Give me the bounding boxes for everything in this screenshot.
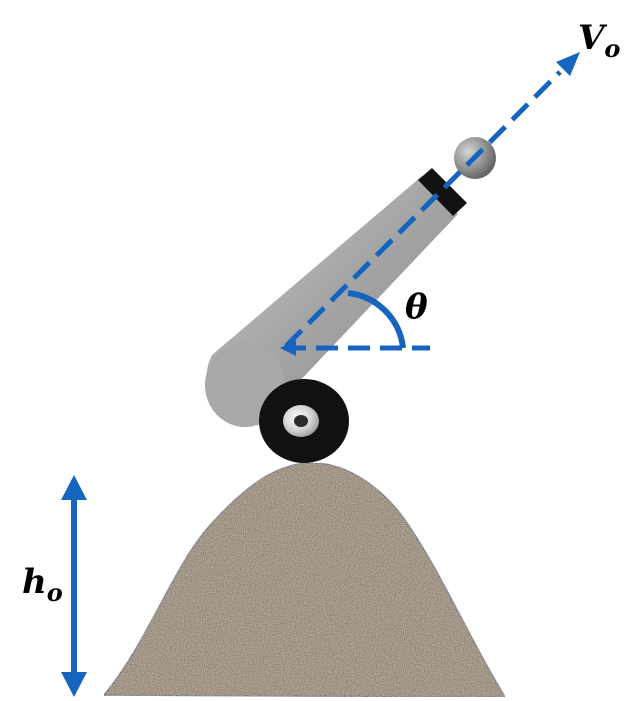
height-label: ho: [22, 562, 63, 607]
angle-arc: [347, 290, 406, 349]
height-arrow: [61, 475, 87, 697]
velocity-arrow: [280, 52, 580, 356]
wheel-icon: [259, 379, 349, 463]
muzzle-band: [418, 168, 467, 216]
hill-icon: [102, 462, 507, 698]
velocity-label: Vo: [578, 18, 620, 63]
angle-label: θ: [405, 287, 428, 327]
